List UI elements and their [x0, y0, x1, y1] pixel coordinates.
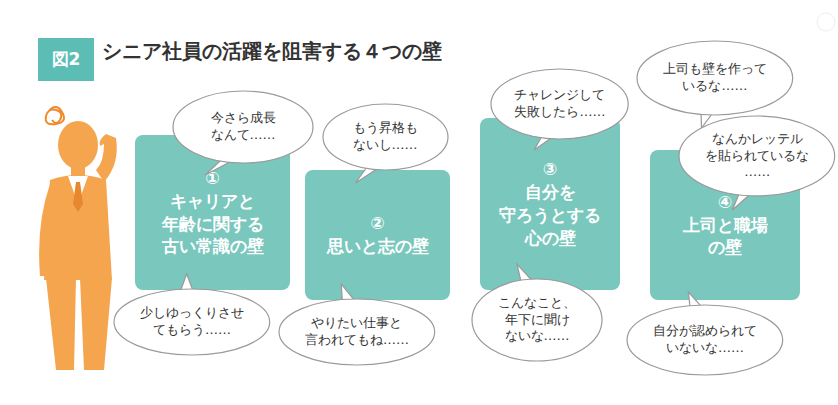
bubble-joint: [372, 158, 388, 164]
speech-bubble: こんなこと、 年下に聞け ないな……: [472, 279, 602, 361]
wall-number: ②: [370, 212, 384, 235]
speech-bubble: やりたい仕事と 言われてもね……: [279, 299, 435, 365]
person-right-leg: [80, 278, 112, 370]
bubble-joint: [179, 295, 195, 301]
bubble-outline: [627, 305, 783, 375]
bubble-text: やりたい仕事と 言われてもね……: [305, 315, 409, 349]
wall-box: ③自分を 守ろうとする 心の壁: [480, 118, 620, 290]
wall-box: ②思いと志の壁: [305, 170, 450, 300]
wall-name: キャリアと 年齢に関する 古い常識の壁: [162, 190, 264, 259]
person-left-leg: [46, 278, 76, 370]
bubble-joint: [702, 102, 718, 108]
wall-name: 自分を 守ろうとする 心の壁: [499, 181, 601, 250]
person-head: [58, 121, 98, 169]
person-right-arm: [96, 134, 117, 182]
speech-bubble: チャレンジして 失敗したら……: [491, 69, 628, 139]
speech-bubble: 自分が認められて いないな……: [627, 305, 783, 375]
worried-person: [39, 107, 117, 370]
bubble-text: 今さら成長 なんて……: [211, 110, 276, 144]
worry-scribble: [46, 107, 64, 124]
speech-bubble: 上司も壁を作って いるな……: [637, 41, 793, 115]
bubble-joint: [524, 287, 540, 293]
wall-number: ③: [543, 158, 557, 181]
bubble-outline: [173, 91, 313, 163]
bubble-outline: [279, 299, 435, 365]
bubble-outline: [472, 279, 602, 361]
bubble-text: もう昇格も ないし……: [353, 120, 418, 154]
person-left-arm: [39, 184, 58, 276]
bubble-text: なんかレッテル を貼られているな ……: [705, 131, 809, 182]
bubble-joint: [344, 305, 360, 311]
title-text: シニア社員の活躍を阻害する４つの壁: [102, 38, 442, 65]
speech-bubble: なんかレッテル を貼られているな ……: [679, 116, 835, 196]
wall-name: 上司と職場 の壁: [683, 214, 768, 260]
bubble-joint: [230, 150, 246, 156]
bubble-outline: [679, 116, 835, 196]
bubble-text: 少しゆっくりさせ てもらう……: [140, 305, 244, 339]
bubble-text: 自分が認められて いないな……: [653, 323, 757, 357]
bubble-joint: [744, 182, 760, 188]
speech-bubble: もう昇格も ないし……: [323, 104, 448, 170]
title-row: シニア社員の活躍を阻害する４つの壁: [102, 38, 442, 64]
person-tie: [73, 182, 83, 212]
figure-number: 図2: [52, 48, 81, 71]
bubble-outline: [637, 41, 793, 115]
bubble-outline: [114, 289, 270, 355]
bubble-text: こんなこと、 年下に聞け ないな……: [498, 295, 576, 346]
bubble-joint: [547, 126, 563, 132]
bubble-joint: [692, 312, 708, 318]
person-neck: [71, 164, 85, 176]
wall-name: 思いと志の壁: [327, 235, 429, 258]
corner-dot: [817, 13, 835, 31]
bubble-text: 上司も壁を作って いるな……: [663, 61, 767, 95]
leg-gap: [77, 282, 79, 370]
speech-bubble: 少しゆっくりさせ てもらう……: [114, 289, 270, 355]
bubble-outline: [323, 104, 448, 170]
bubble-outline: [491, 69, 628, 139]
figure-tag: 図2: [38, 38, 94, 81]
bubble-text: チャレンジして 失敗したら……: [514, 87, 605, 121]
speech-bubble: 今さら成長 なんて……: [173, 91, 313, 163]
